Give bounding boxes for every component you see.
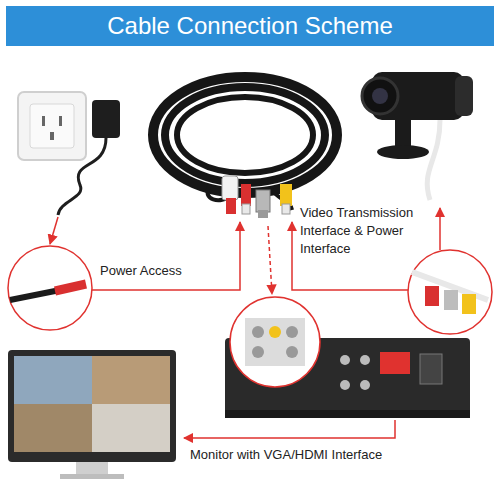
video-zoom-circle	[408, 250, 492, 334]
wall-socket	[18, 92, 86, 160]
leader-lines	[50, 208, 440, 438]
callout-label: Monitor with VGA/HDMI Interface	[190, 446, 382, 464]
camera	[362, 72, 473, 200]
title-bar	[6, 6, 494, 46]
cable-coil	[153, 77, 337, 210]
power-zoom-circle	[8, 246, 92, 330]
cable-connectors	[222, 176, 292, 218]
callout-label: Video Transmission Interface & Power Int…	[300, 204, 422, 258]
callout-label: Power Access	[100, 262, 182, 280]
dvr-zoom-circle	[230, 297, 320, 387]
title: Cable Connection Scheme	[6, 12, 494, 40]
power-adapter	[58, 100, 120, 215]
monitor	[8, 350, 176, 479]
